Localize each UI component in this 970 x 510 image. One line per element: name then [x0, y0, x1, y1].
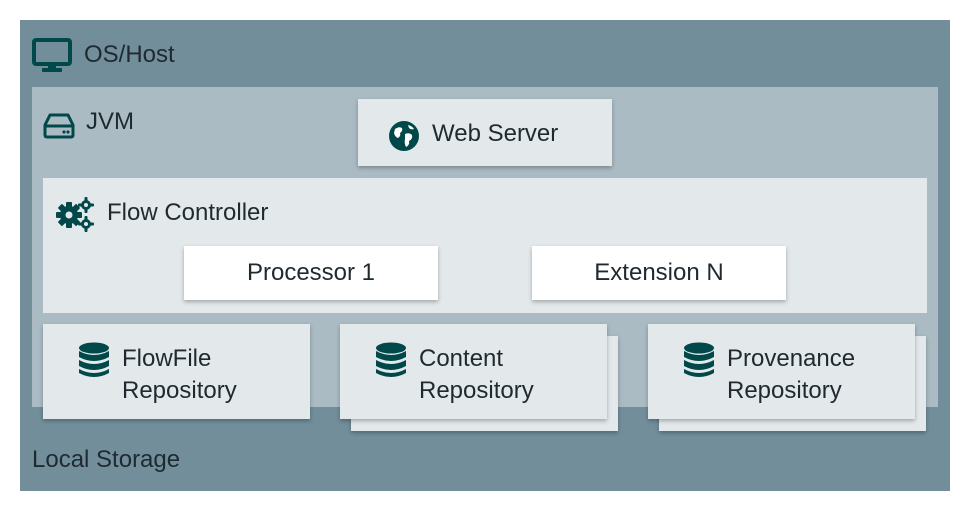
provenance-repository-label: Provenance Repository [727, 343, 855, 407]
repository-label-line1: FlowFile [122, 345, 212, 372]
flowfile-repository-label: FlowFile Repository [122, 343, 237, 407]
extension-label: Extension N [594, 259, 724, 286]
gears-icon [54, 196, 96, 232]
os-host-label: OS/Host [84, 41, 175, 68]
repository-label-line1: Provenance [727, 345, 856, 372]
processor-box [184, 246, 438, 300]
content-repository-box [340, 324, 607, 419]
flow-controller-label: Flow Controller [107, 199, 269, 226]
repository-label-line2: Repository [727, 377, 842, 404]
provenance-repository-box [648, 324, 915, 419]
repository-label-line2: Repository [419, 377, 534, 404]
database-icon [78, 342, 110, 380]
repository-label-line2: Repository [122, 377, 237, 404]
local-storage-label: Local Storage [32, 446, 181, 473]
jvm-label: JVM [86, 108, 134, 135]
content-repository-label: Content Repository [419, 343, 534, 407]
database-icon [683, 342, 715, 380]
flowfile-repository-box [43, 324, 310, 419]
monitor-icon [32, 38, 72, 74]
repository-label-line1: Content [419, 345, 504, 372]
hard-drive-icon [42, 112, 76, 140]
web-server-label: Web Server [432, 120, 559, 147]
processor-label: Processor 1 [246, 259, 376, 286]
extension-box [532, 246, 786, 300]
database-icon [375, 342, 407, 380]
globe-icon [388, 120, 420, 152]
